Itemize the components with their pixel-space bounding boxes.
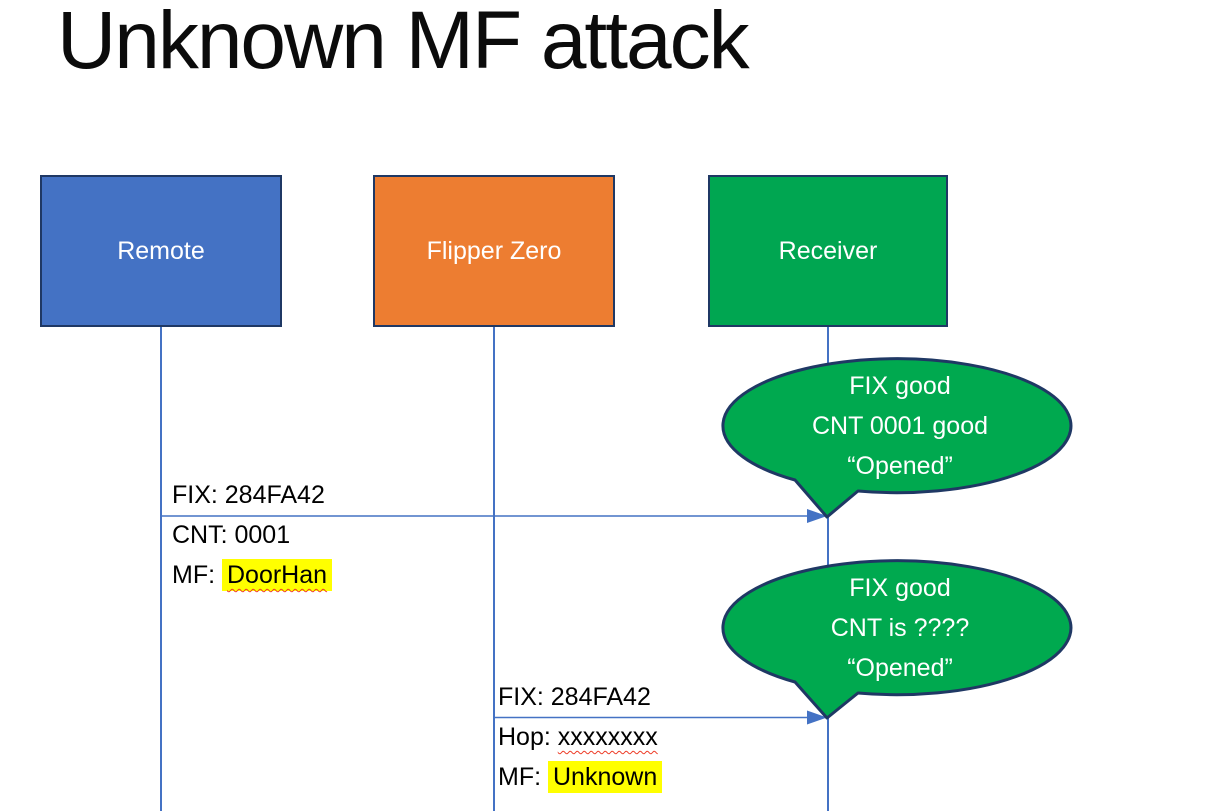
slide-title: Unknown MF attack <box>57 0 750 86</box>
message-1-fix-line: FIX: 284FA42 <box>172 481 325 509</box>
callout-2-line-1: FIX good <box>849 574 951 602</box>
message-1-mf-prefix: MF: <box>172 561 222 589</box>
message-1-mf-line: MF: DoorHan <box>172 555 333 595</box>
message-2-fix-line: FIX: 284FA42 <box>498 683 651 711</box>
callout-text-2: FIX good CNT is ???? “Opened” <box>735 568 1065 688</box>
message-1-mf-value-highlighted: DoorHan <box>222 559 333 591</box>
actor-label-receiver: Receiver <box>778 236 878 265</box>
callout-1-line-3: “Opened” <box>847 452 953 480</box>
message-label-1: FIX: 284FA42 CNT: 0001 MF: DoorHan <box>172 475 333 595</box>
actor-label-flipper-zero: Flipper Zero <box>426 236 562 265</box>
message-2-hop-line: Hop: xxxxxxxx <box>498 717 662 757</box>
message-1-cnt-line: CNT: 0001 <box>172 521 291 549</box>
message-2-mf-prefix: MF: <box>498 763 548 791</box>
actor-label-remote: Remote <box>117 236 205 265</box>
callout-text-1: FIX good CNT 0001 good “Opened” <box>735 366 1065 486</box>
message-arrowhead-1 <box>807 509 827 523</box>
message-2-hop-prefix: Hop: <box>498 723 558 751</box>
message-label-2: FIX: 284FA42 Hop: xxxxxxxx MF: Unknown <box>498 677 663 797</box>
callout-1-line-1: FIX good <box>849 372 951 400</box>
actor-box-flipper-zero: Flipper Zero <box>373 175 615 327</box>
callout-2-line-2: CNT is ???? <box>830 614 970 642</box>
actor-box-receiver: Receiver <box>708 175 948 327</box>
message-2-mf-line: MF: Unknown <box>498 757 663 797</box>
message-2-mf-value-highlighted: Unknown <box>548 761 663 793</box>
lifeline-flipper-zero <box>493 327 495 811</box>
callout-1-line-2: CNT 0001 good <box>811 412 989 440</box>
callout-2-line-3: “Opened” <box>847 654 953 682</box>
message-arrowhead-2 <box>807 710 827 725</box>
actor-box-remote: Remote <box>40 175 282 327</box>
message-2-hop-value: xxxxxxxx <box>557 723 658 751</box>
lifeline-remote <box>160 327 162 811</box>
